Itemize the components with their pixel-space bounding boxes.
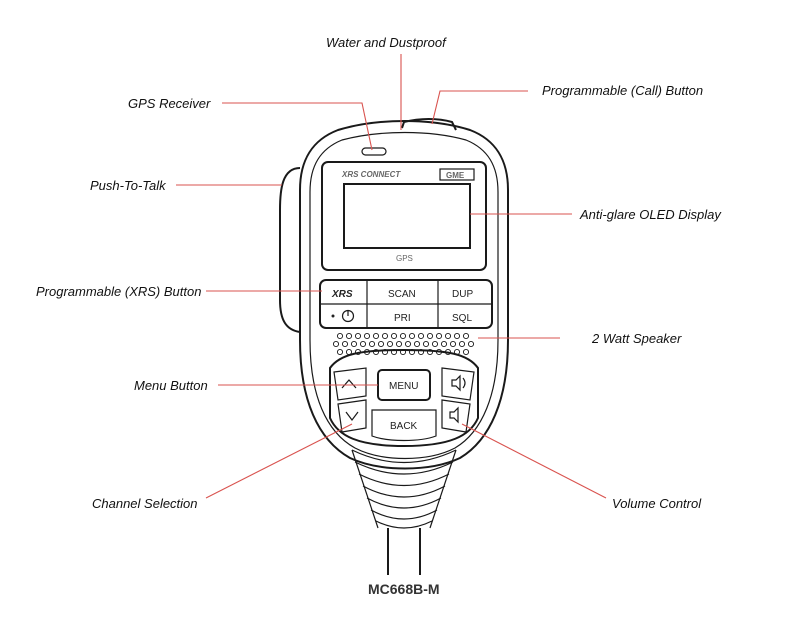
back-button [371,409,437,442]
chevron-down-icon [345,411,359,421]
leader-lines [176,54,607,499]
screen-badge-text: GME [446,171,465,180]
speaker-hole [359,340,367,348]
label-push-to-talk: Push-To-Talk [90,178,167,193]
speaker-hole [426,348,434,356]
label-programmable-xrs: Programmable (XRS) Button [36,284,201,299]
speaker-hole [453,332,461,340]
label-programmable-call: Programmable (Call) Button [542,83,703,98]
menu-label: MENU [389,381,418,392]
navigation-cluster: MENU BACK [329,348,479,448]
speaker-hole [381,332,389,340]
keypad: XRS SCAN DUP PRI SQL [319,279,493,329]
speaker-hole [462,332,470,340]
speaker-hole [467,340,475,348]
back-label: BACK [390,421,418,432]
volume-down-icon [449,406,459,424]
speaker-hole [336,348,344,356]
speaker-hole [458,340,466,348]
label-gps-receiver: GPS Receiver [128,96,211,111]
leader-gps-receiver [222,102,373,151]
speaker-hole [449,340,457,348]
channel-down-button [337,399,367,433]
callout-labels: Water and Dustproof GPS Receiver Program… [36,35,722,511]
microphone-illustration: XRS CONNECT GME GPS XRS SCAN DUP PRI SQL [279,118,509,575]
speaker-hole [336,332,344,340]
speaker-hole [440,340,448,348]
speaker-hole [408,332,416,340]
volume-down-button [441,399,471,433]
oled-display [343,183,471,249]
volume-up-button [441,367,475,401]
speaker-hole [435,332,443,340]
key-xrs: XRS [331,289,353,300]
speaker-hole [354,332,362,340]
speaker-hole [332,340,340,348]
label-speaker: 2 Watt Speaker [591,331,682,346]
speaker-hole [377,340,385,348]
call-button [401,118,457,131]
leader-channel-selection [205,423,353,499]
speaker-hole [413,340,421,348]
speaker-hole [386,340,394,348]
key-dot [331,314,335,318]
label-oled-display: Anti-glare OLED Display [579,207,722,222]
speaker-hole [395,340,403,348]
label-channel-selection: Channel Selection [92,496,198,511]
speaker-hole [422,340,430,348]
label-water-dustproof: Water and Dustproof [326,35,447,50]
screen-badge-box [439,168,475,181]
speaker-grille [332,332,475,356]
model-name: MC668B-M [368,581,440,597]
speaker-hole [444,332,452,340]
channel-up-button [333,367,367,401]
label-menu-button: Menu Button [134,378,208,393]
speaker-hole [341,340,349,348]
speaker-hole [417,332,425,340]
volume-up-icon [451,374,466,392]
leader-volume-control [461,423,607,499]
key-scan: SCAN [388,289,416,300]
screen-footer-text: GPS [396,254,413,263]
speaker-hole [399,332,407,340]
strain-relief [351,449,457,529]
speaker-hole [363,332,371,340]
screen-brand-text: XRS CONNECT [341,170,401,179]
key-pri: PRI [394,313,411,324]
speaker-hole [462,348,470,356]
display-bezel [321,161,487,271]
speaker-hole [372,332,380,340]
label-volume-control: Volume Control [612,496,702,511]
key-sql: SQL [452,313,472,324]
speaker-hole [350,340,358,348]
key-dup: DUP [452,289,473,300]
speaker-hole [390,332,398,340]
mic-body-inner [309,131,499,460]
chevron-up-icon [341,379,357,389]
speaker-hole [345,332,353,340]
leader-programmable-call [431,90,528,125]
speaker-hole [368,340,376,348]
speaker-hole [426,332,434,340]
mic-body-outer [299,120,509,470]
gps-receiver-slot [361,147,387,156]
speaker-hole [431,340,439,348]
ptt-side-button [279,167,301,333]
speaker-hole [404,340,412,348]
